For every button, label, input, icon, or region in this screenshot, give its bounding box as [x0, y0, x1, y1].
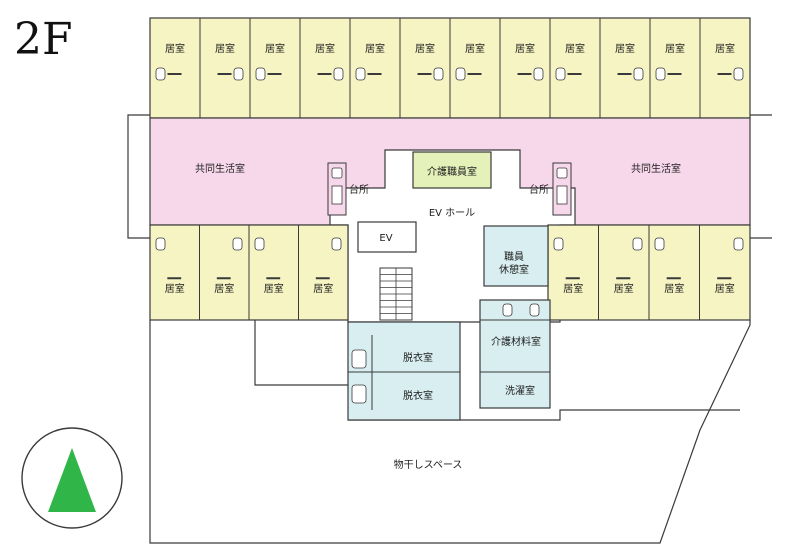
lower-left-room-label: 居室 [165, 282, 185, 295]
door-mark [467, 73, 482, 75]
toilet-icon [331, 237, 342, 251]
top-room-label: 居室 [165, 42, 185, 55]
door-mark [666, 277, 681, 280]
changing-room-label-1: 脱衣室 [403, 351, 433, 364]
door-mark [417, 73, 432, 75]
staff-room [412, 151, 492, 189]
toilet-icon [654, 237, 665, 251]
staff-rest-label-2: 休憩室 [499, 263, 529, 276]
lower-right-room-label: 居室 [563, 282, 583, 295]
toilet-icon [155, 67, 166, 81]
common-room-right-label: 共同生活室 [631, 162, 681, 175]
door-mark [717, 73, 732, 75]
top-room-label: 居室 [615, 42, 635, 55]
door-mark [266, 277, 281, 280]
door-mark [617, 73, 632, 75]
door-mark [216, 277, 231, 280]
left-balcony-wall [127, 114, 150, 239]
toilet-icon [155, 237, 166, 251]
door-mark [517, 73, 532, 75]
north-arrow-icon [48, 448, 96, 512]
lower-left-room-label: 居室 [214, 282, 234, 295]
toilet-icon [553, 237, 564, 251]
lower-right-room-label: 居室 [715, 282, 735, 295]
toilet-icon [655, 67, 666, 81]
door-mark [565, 277, 580, 280]
door-mark [317, 73, 332, 75]
top-room-label: 居室 [265, 42, 285, 55]
top-room-label: 居室 [515, 42, 535, 55]
lower-left-wall [254, 320, 348, 386]
door-mark [567, 73, 582, 75]
toilet-icon [232, 237, 243, 251]
staff-rest-label-1: 職員 [504, 251, 524, 263]
door-mark [717, 277, 732, 280]
staff-rest-room [483, 225, 549, 287]
toilet-icon [455, 67, 466, 81]
toilet-icon [555, 67, 566, 81]
toilet-icon [632, 237, 643, 251]
changing-room-label-2: 脱衣室 [403, 389, 433, 402]
bathtub-icon-2 [351, 384, 367, 404]
top-room-label: 居室 [715, 42, 735, 55]
door-mark [667, 73, 682, 75]
top-room-label: 居室 [315, 42, 335, 55]
ev-hall-label: EV ホール [429, 207, 475, 219]
top-room-label: 居室 [365, 42, 385, 55]
door-mark [367, 73, 382, 75]
drying-space-area [149, 320, 751, 544]
staff-room-label: 介護職員室 [427, 165, 477, 178]
door-mark [167, 277, 182, 280]
service-block-right [479, 299, 551, 409]
kitchen-left-label: 台所 [349, 183, 369, 196]
door-mark [167, 73, 182, 75]
door-mark [217, 73, 232, 75]
top-room-label: 居室 [415, 42, 435, 55]
toilet-icon [355, 67, 366, 81]
top-room-label: 居室 [465, 42, 485, 55]
toilet-icon [254, 237, 265, 251]
toilet-icon [533, 67, 544, 81]
lower-right-room-label: 居室 [664, 282, 684, 295]
toilet-icon [733, 237, 744, 251]
right-balcony-wall [750, 114, 772, 239]
toilet-icon [633, 67, 644, 81]
care-supplies-label: 介護材料室 [491, 335, 541, 348]
toilet-icon-service-2 [529, 303, 540, 317]
lower-left-room-label: 居室 [264, 282, 284, 295]
kitchen-right-sink-icon [556, 167, 568, 179]
toilet-icon [255, 67, 266, 81]
door-mark [267, 73, 282, 75]
door-mark [315, 277, 330, 280]
lower-left-room-label: 居室 [313, 282, 333, 295]
elevator-label: EV [379, 233, 392, 244]
kitchen-right-label: 台所 [529, 183, 549, 196]
toilet-icon-service-1 [502, 303, 513, 317]
kitchen-right-stove-icon [556, 185, 568, 205]
kitchen-left-stove-icon [331, 185, 343, 205]
lower-right-room-label: 居室 [614, 282, 634, 295]
laundry-label: 洗濯室 [505, 384, 535, 397]
toilet-icon [233, 67, 244, 81]
common-room-left-label: 共同生活室 [195, 162, 245, 175]
door-mark [616, 277, 631, 280]
drying-space-label: 物干しスペース [394, 458, 463, 471]
toilet-icon [733, 67, 744, 81]
top-room-label: 居室 [565, 42, 585, 55]
toilet-icon [333, 67, 344, 81]
toilet-icon [433, 67, 444, 81]
kitchen-left-sink-icon [331, 167, 343, 179]
changing-block [347, 321, 461, 421]
bathtub-icon-1 [351, 349, 367, 369]
top-room-label: 居室 [665, 42, 685, 55]
top-room-label: 居室 [215, 42, 235, 55]
floor-label: 2F [14, 14, 73, 65]
elevator-shaft [357, 221, 417, 253]
